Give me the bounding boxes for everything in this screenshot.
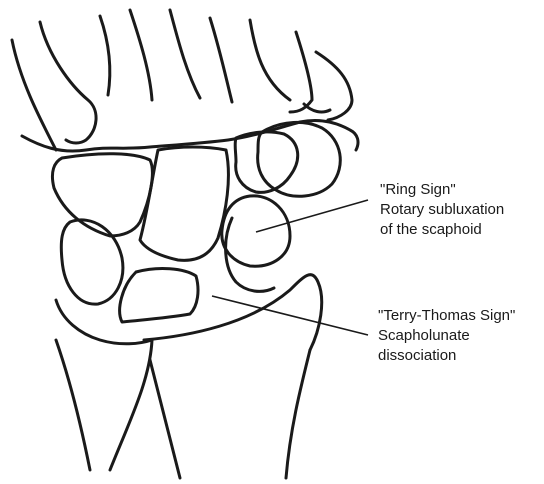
- terry-thomas-description-line2: dissociation: [378, 347, 456, 364]
- metacarpal-5: [170, 10, 200, 98]
- metacarpal-2: [40, 22, 96, 143]
- ring-sign-description-line2: of the scaphoid: [380, 221, 482, 238]
- terry-thomas-description-line1: Scapholunate: [378, 327, 470, 344]
- metacarpal-3: [100, 16, 110, 95]
- lunate: [120, 269, 198, 322]
- ring-sign-description-line1: Rotary subluxation: [380, 201, 504, 218]
- metacarpals: [12, 10, 352, 150]
- metacarpal-4: [130, 10, 152, 100]
- terry-thomas-leader: [212, 296, 368, 335]
- ring-sign-title: "Ring Sign": [380, 181, 456, 198]
- ring-sign-leader: [256, 200, 368, 232]
- metacarpal-1: [12, 40, 56, 150]
- scaphoid-ring: [222, 196, 290, 266]
- radius-shaft-outer: [286, 350, 310, 478]
- metacarpal-thumb: [290, 32, 312, 112]
- metacarpal-thumb-base: [316, 52, 352, 120]
- terry-thomas-title: "Terry-Thomas Sign": [378, 307, 515, 324]
- triquetrum: [61, 220, 123, 304]
- ulna-shaft-outer: [56, 340, 90, 470]
- metacarpal-7: [250, 20, 290, 100]
- metacarpal-6: [210, 18, 232, 102]
- capitate: [140, 147, 228, 260]
- radius-articular-surface: [144, 275, 322, 350]
- ulna-shaft-inner: [110, 340, 152, 470]
- radius-shaft-inner: [150, 360, 180, 478]
